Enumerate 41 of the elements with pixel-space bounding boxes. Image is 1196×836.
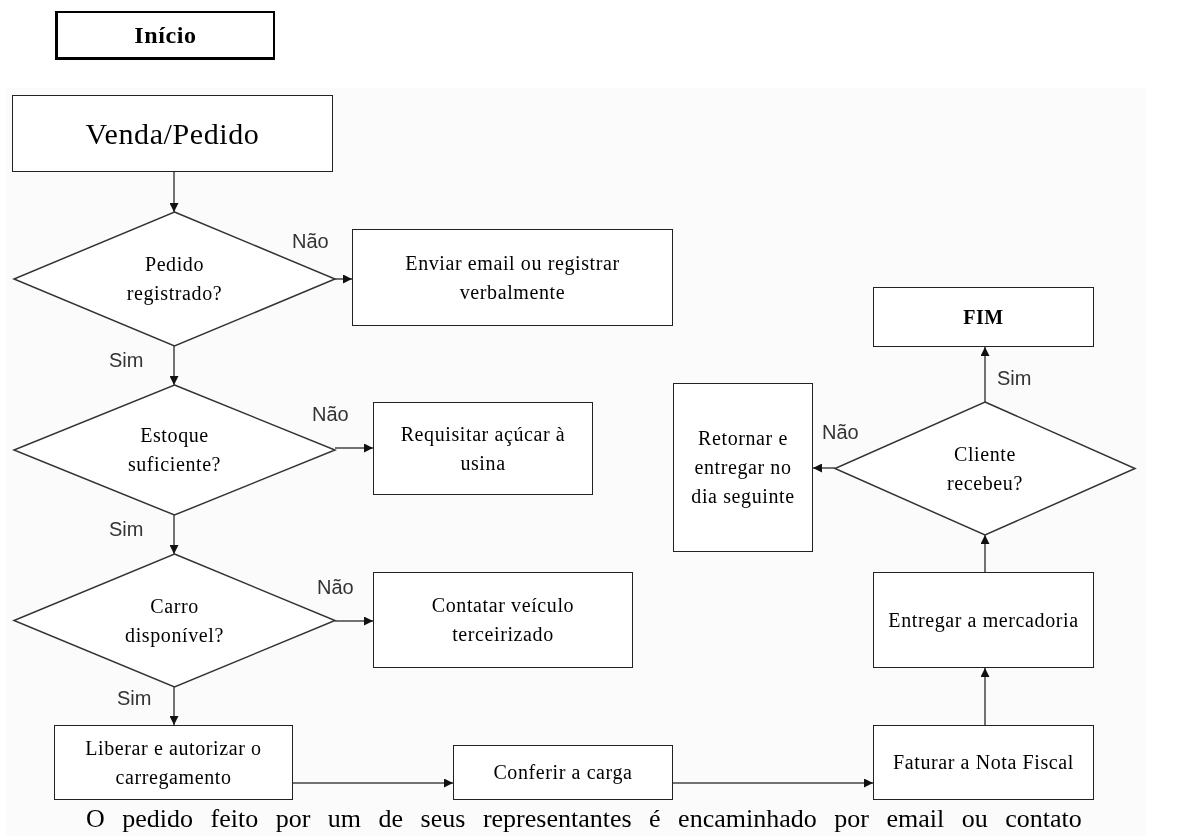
node-text: Requisitar açúcar à usina [399,421,567,476]
arrow [334,274,353,284]
process-box [673,383,813,552]
process-box [873,725,1094,800]
node-text: Carro disponível? [124,593,225,649]
node-text: Estoque suficiente? [126,423,223,477]
process-box [453,745,673,800]
process-box [12,95,333,172]
node-text: Faturar a Nota Fiscal [893,750,1074,775]
process-box [54,725,293,800]
arrow [169,514,179,555]
decision-diamond [14,212,335,346]
node-text: Pedido registrado? [125,252,224,307]
process-box [373,572,633,668]
process-box [373,402,593,495]
node-text: Início [134,20,197,50]
node-text: Entregar a mercadoria [888,607,1079,634]
arrow [980,534,990,573]
end-box [873,287,1094,347]
process-box [55,11,275,60]
arrow [334,443,374,453]
arrow [292,778,454,788]
arrow [672,778,874,788]
arrow [812,463,836,473]
arrow [980,346,990,403]
arrow [980,667,990,726]
node-text: Retornar e entregar no dia seguinte [690,426,796,510]
arrow [334,616,374,626]
node-text: Conferir a carga [493,760,633,786]
arrow [169,345,179,386]
node-text: FIM [963,304,1004,330]
process-box [873,572,1094,668]
node-text: Contatar veículo terceirizado [430,593,576,647]
arrow [169,686,179,726]
node-text: Enviar email ou registrar verbalmente [404,250,621,305]
process-box [352,229,673,326]
arrow [169,171,179,213]
caption: O pedido feito por um de seus representantes é encaminhado por email ou contato [86,803,1082,835]
node-text: Liberar e autorizar o carregamento [84,735,263,791]
node-text: Cliente recebeu? [946,441,1024,496]
node-text: Venda/Pedido [85,115,260,152]
